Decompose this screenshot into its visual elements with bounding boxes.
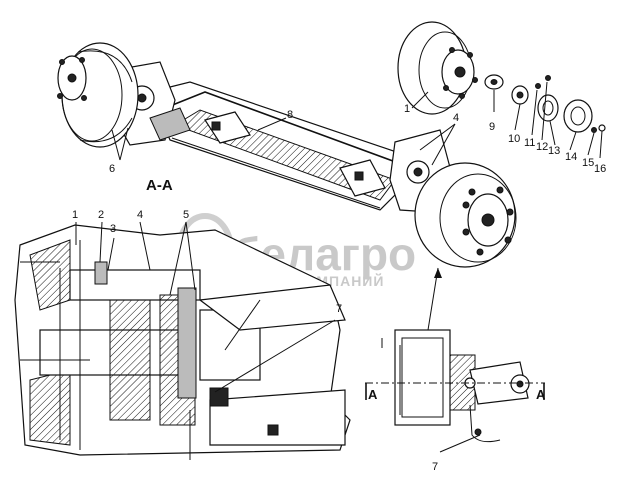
screw-part [591, 127, 597, 133]
callout-6: 6 [109, 163, 115, 175]
callout-10: 10 [508, 133, 520, 145]
axle-beam [149, 81, 421, 211]
section-title: А-А [146, 177, 173, 194]
callout-8: 8 [287, 109, 293, 121]
callout-14: 14 [565, 151, 577, 163]
callout-11: 11 [524, 137, 535, 149]
callout-16: 16 [594, 163, 606, 175]
detail-view [365, 329, 545, 443]
callout-1: 1 [404, 103, 410, 115]
section-callout-5: 5 [183, 209, 189, 221]
section-callout-7: 7 [336, 303, 342, 315]
detail-callout-7: 7 [432, 461, 438, 473]
right-lower-hub [414, 162, 517, 268]
exploded-parts [484, 74, 606, 133]
callout-15: 15 [582, 157, 594, 169]
callout-12: 12 [536, 141, 548, 153]
callout-9: 9 [489, 121, 495, 133]
section-callout-2: 2 [98, 209, 104, 221]
cover-part [563, 99, 593, 133]
ring-part [537, 94, 559, 122]
pin-part [535, 83, 541, 89]
callout-13: 13 [548, 145, 560, 157]
section-mark-left: А [368, 387, 378, 402]
leader-lines [75, 81, 603, 453]
left-wheel-hub [57, 42, 139, 148]
callout-4: 4 [453, 112, 459, 124]
section-mark-right: А [536, 387, 546, 402]
section-callout-4: 4 [137, 209, 143, 221]
washer-small-part [598, 124, 606, 132]
section-callout-1: 1 [72, 209, 78, 221]
right-upper-drum [397, 21, 478, 115]
section-view [14, 224, 351, 460]
section-callout-3: 3 [110, 223, 116, 235]
bolt-part [545, 75, 551, 81]
